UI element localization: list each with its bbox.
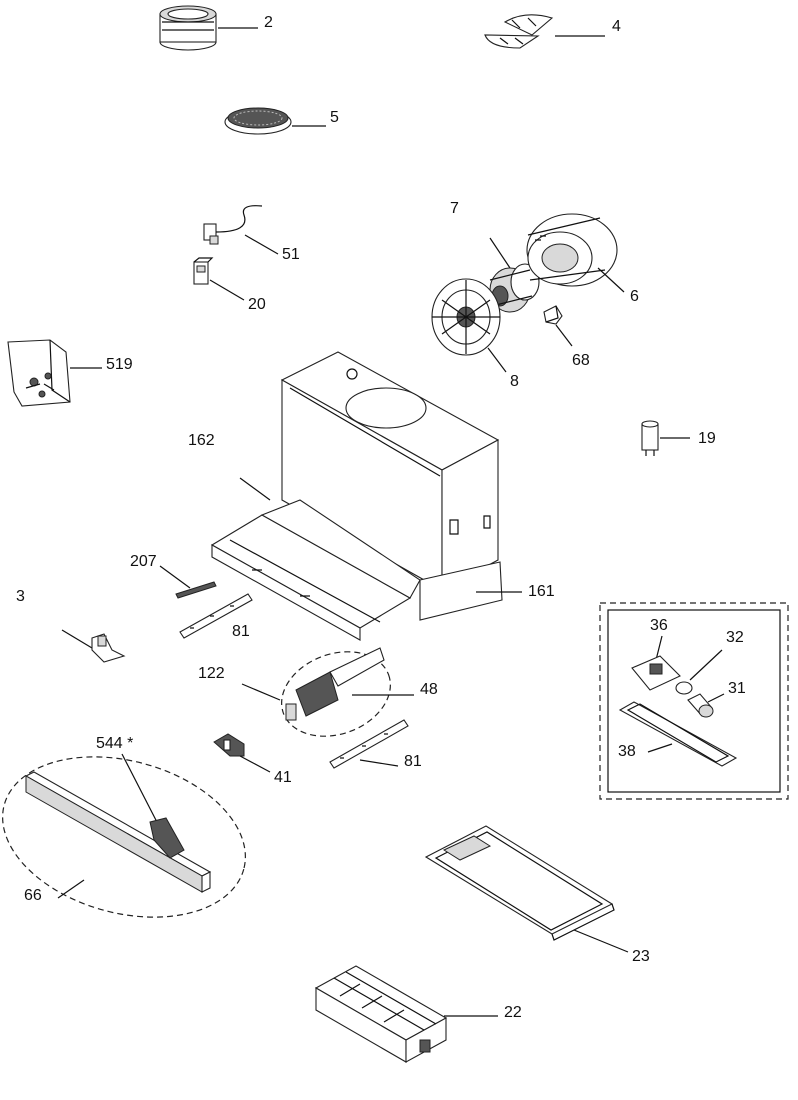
- leader-38: [647, 743, 673, 753]
- callout-162: 162: [188, 432, 215, 449]
- part-544-end-cap: [149, 817, 185, 859]
- callout-32: 32: [726, 629, 744, 646]
- callout-207: 207: [130, 553, 157, 570]
- callout-8: 8: [510, 373, 519, 390]
- part-19-capacitor: [641, 420, 659, 456]
- part-8-motor-plate: [431, 278, 501, 356]
- part-48-control-switch: [285, 647, 385, 721]
- leader-8: [487, 347, 507, 373]
- callout-3: 3: [16, 588, 25, 605]
- part-81-slide-rail-upper: [179, 593, 253, 639]
- leader-544: [121, 753, 161, 829]
- leader-36: [655, 635, 663, 661]
- leader-41: [239, 755, 271, 773]
- leader-7: [489, 237, 511, 269]
- callout-66: 66: [24, 887, 42, 904]
- front-trim-group-outline: [2, 756, 246, 918]
- callout-36: 36: [650, 617, 668, 634]
- leader-31: [707, 693, 725, 703]
- leader-20: [209, 279, 245, 301]
- leader-162: [239, 477, 271, 501]
- callout-48: 48: [420, 681, 438, 698]
- leader-23: [573, 929, 629, 953]
- callout-2: 2: [264, 14, 273, 31]
- part-207-strip: [175, 581, 217, 599]
- callout-51: 51: [282, 246, 300, 263]
- callout-81-upper: 81: [232, 623, 250, 640]
- part-20-connector-block: [193, 257, 214, 285]
- part-4-split-grille: [484, 14, 554, 49]
- callout-5: 5: [330, 109, 339, 126]
- callout-161: 161: [528, 583, 555, 600]
- part-38-lamp-cover: [618, 701, 738, 767]
- callout-22: 22: [504, 1004, 522, 1021]
- callout-6: 6: [630, 288, 639, 305]
- part-7-motor: [489, 263, 540, 313]
- callout-23: 23: [632, 948, 650, 965]
- part-41-bracket: [213, 733, 245, 757]
- leader-32: [689, 649, 723, 681]
- part-519-hardware-bag: [7, 339, 71, 407]
- callout-519: 519: [106, 356, 133, 373]
- part-23-grease-filter: [424, 825, 615, 941]
- part-161-base-frame: [210, 499, 503, 641]
- callout-31: 31: [728, 680, 746, 697]
- leader-66: [57, 879, 85, 899]
- callout-122: 122: [198, 665, 225, 682]
- part-22-charcoal-filter: [314, 965, 448, 1063]
- part-2-duct-connector: [159, 5, 217, 51]
- leader-6: [597, 267, 625, 293]
- callout-38: 38: [618, 743, 636, 760]
- part-51-power-cable: [203, 205, 263, 245]
- callout-41: 41: [274, 769, 292, 786]
- leader-51: [244, 234, 279, 255]
- leader-122: [241, 683, 281, 701]
- callout-19: 19: [698, 430, 716, 447]
- part-3-bracket-clip: [91, 633, 126, 663]
- part-162-hood-housing: [280, 351, 500, 591]
- switch-group-outline: [281, 651, 391, 737]
- part-68-knob: [543, 305, 563, 325]
- callout-544: 544 *: [96, 735, 133, 752]
- leader-3: [61, 629, 93, 649]
- leader-68: [555, 324, 573, 347]
- part-31-bulb: [687, 693, 714, 718]
- part-36-lamp-holder: [631, 655, 681, 691]
- leader-207: [159, 565, 191, 589]
- callout-7: 7: [450, 200, 459, 217]
- leader-81-lower: [359, 759, 399, 767]
- callout-68: 68: [572, 352, 590, 369]
- part-6-blower-wheel: [526, 213, 618, 287]
- part-32-lamp-socket: [675, 681, 693, 695]
- light-assembly-group-box: [599, 602, 789, 800]
- part-66-front-trim: [24, 771, 212, 893]
- part-5-round-filter: [224, 107, 292, 135]
- callout-81-lower: 81: [404, 753, 422, 770]
- part-81-slide-rail-lower: [329, 719, 409, 769]
- callout-4: 4: [612, 18, 621, 35]
- callout-20: 20: [248, 296, 266, 313]
